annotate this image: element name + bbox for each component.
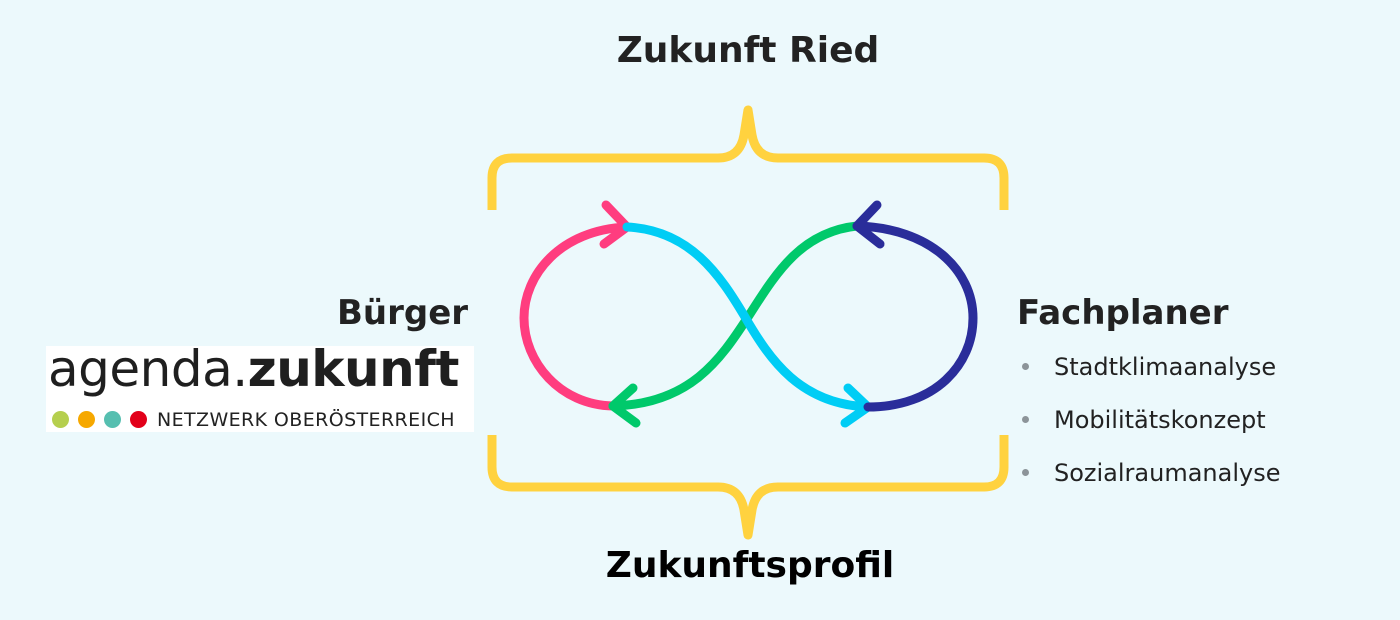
logo-wordmark: agenda.zukunft xyxy=(48,340,459,398)
list-item-label: Stadtklimaanalyse xyxy=(1054,352,1277,381)
title-zukunft-ried: Zukunft Ried xyxy=(616,30,880,71)
green-crossing-arrow xyxy=(608,221,862,411)
bottom-brace xyxy=(487,435,1009,540)
logo-dot-green-icon xyxy=(52,411,69,428)
logo-dot-orange-icon xyxy=(78,411,95,428)
bullet-icon xyxy=(1022,416,1029,423)
list-item: Mobilitätskonzept xyxy=(1022,393,1281,446)
list-item: Stadtklimaanalyse xyxy=(1022,340,1281,393)
logo-dot-teal-icon xyxy=(104,411,121,428)
label-fachplaner: Fachplaner xyxy=(1017,293,1229,333)
list-item-label: Mobilitätskonzept xyxy=(1054,405,1266,434)
logo-dot-red-icon xyxy=(130,411,147,428)
green-arrowhead xyxy=(608,383,641,428)
bullet-icon xyxy=(1022,469,1029,476)
fachplaner-list: Stadtklimaanalyse Mobilitätskonzept Sozi… xyxy=(1022,340,1281,499)
pink-loop-arrow xyxy=(519,222,632,411)
top-brace xyxy=(487,105,1009,210)
navy-loop-arrow xyxy=(852,221,978,412)
bullet-icon xyxy=(1022,363,1029,370)
agenda-zukunft-logo: agenda.zukunft NETZWERK OBERÖSTERREICH xyxy=(46,340,474,432)
list-item: Sozialraumanalyse xyxy=(1022,446,1281,499)
logo-dots xyxy=(52,411,147,428)
title-zukunftsprofil: Zukunftsprofil xyxy=(605,545,895,586)
logo-subtitle: NETZWERK OBERÖSTERREICH xyxy=(157,409,455,431)
logo-word-bold: zukunft xyxy=(247,340,460,398)
cyan-crossing-arrow xyxy=(622,222,873,412)
logo-word-light: agenda. xyxy=(48,340,248,398)
navy-arrowhead xyxy=(852,200,885,249)
list-item-label: Sozialraumanalyse xyxy=(1054,458,1281,487)
label-buerger: Bürger xyxy=(337,293,469,333)
